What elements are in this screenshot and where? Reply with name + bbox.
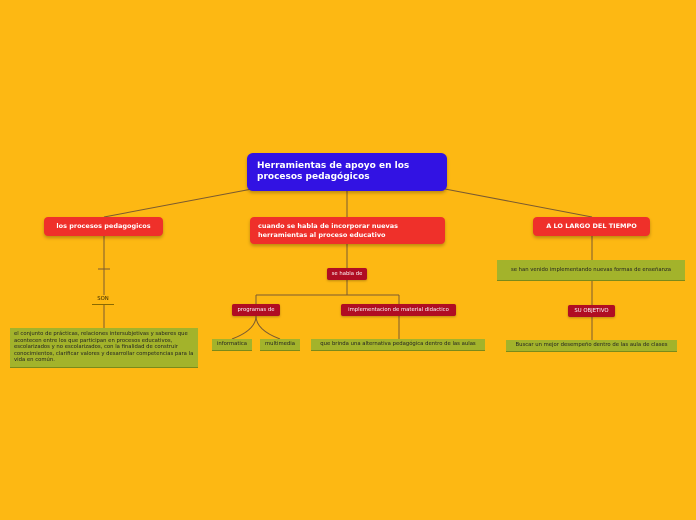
link-sehabla-branch — [255, 280, 400, 304]
subtopic-se-habla-de[interactable]: se habla de — [327, 268, 367, 280]
subtopic-su-objetivo[interactable]: SU OBJETIVO — [568, 305, 615, 317]
link-central-right — [444, 188, 593, 218]
label-son[interactable]: SON — [92, 295, 114, 305]
leaf-alternativa-pedagogica[interactable]: que brinda una alternativa pedagógica de… — [311, 339, 485, 351]
leaf-multimedia-text: multimedia — [264, 341, 296, 348]
topic-procesos-pedagogicos[interactable]: los procesos pedagogicos — [44, 217, 163, 236]
topic-incorporar-herramientas-label: cuando se habla de incorporar nuevas her… — [258, 222, 398, 239]
topic-a-lo-largo-del-tiempo[interactable]: A LO LARGO DEL TIEMPO — [533, 217, 650, 236]
leaf-informatica[interactable]: informatica — [212, 339, 252, 351]
subtopic-se-habla-de-label: se habla de — [331, 270, 363, 277]
subtopic-implementacion-material[interactable]: implementacion de material didactico — [341, 304, 456, 316]
topic-a-lo-largo-del-tiempo-label: A LO LARGO DEL TIEMPO — [546, 222, 637, 231]
subtopic-programas-de-label: programas de — [237, 306, 275, 313]
subtopic-programas-de[interactable]: programas de — [232, 304, 280, 316]
link-central-left — [103, 188, 253, 218]
leaf-alternativa-pedagogica-text: que brinda una alternativa pedagógica de… — [320, 341, 476, 348]
leaf-definicion-procesos[interactable]: el conjunto de prácticas, relaciones int… — [10, 328, 198, 368]
central-topic-label: Herramientas de apoyo en los procesos pe… — [257, 160, 410, 182]
link-programas-multimedia — [255, 315, 281, 340]
leaf-mejor-desempeno-text: Buscar un mejor desempeño dentro de las … — [515, 342, 668, 349]
leaf-informatica-text: informatica — [216, 341, 248, 348]
leaf-mejor-desempeno[interactable]: Buscar un mejor desempeño dentro de las … — [506, 340, 677, 352]
subtopic-implementacion-material-label: implementacion de material didactico — [348, 306, 449, 313]
leaf-nuevas-formas-ensenanza-text: se han venido implementando nuevas forma… — [510, 266, 672, 273]
subtopic-su-objetivo-label: SU OBJETIVO — [574, 307, 609, 314]
leaf-definicion-procesos-text: el conjunto de prácticas, relaciones int… — [14, 330, 194, 364]
leaf-nuevas-formas-ensenanza[interactable]: se han venido implementando nuevas forma… — [497, 260, 685, 281]
topic-procesos-pedagogicos-label: los procesos pedagogicos — [56, 222, 151, 231]
leaf-multimedia[interactable]: multimedia — [260, 339, 300, 351]
topic-incorporar-herramientas[interactable]: cuando se habla de incorporar nuevas her… — [250, 217, 445, 244]
link-programas-informatica — [231, 315, 257, 340]
label-son-text: SON — [97, 296, 109, 303]
central-topic[interactable]: Herramientas de apoyo en los procesos pe… — [247, 153, 447, 191]
